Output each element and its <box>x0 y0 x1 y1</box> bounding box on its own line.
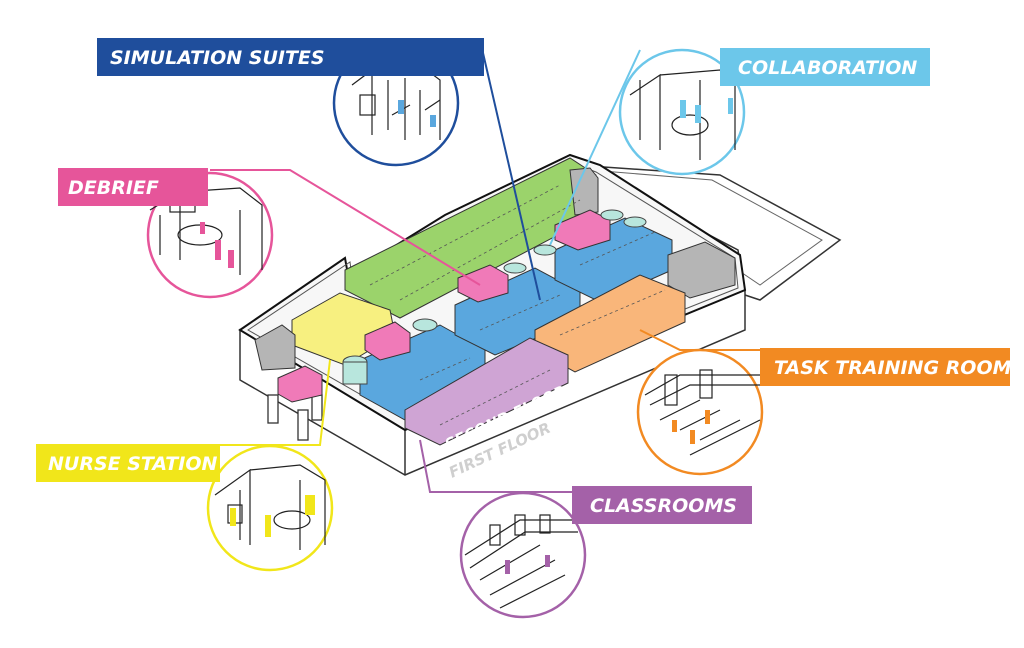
debrief-text: DEBRIEF <box>68 177 159 199</box>
pink-center-block <box>457 264 509 303</box>
nurse-station-text: NURSE STATION <box>48 453 217 475</box>
label-nurse-station: NURSE STATION <box>36 444 220 482</box>
connector-lines <box>210 39 790 493</box>
gray-stair-block <box>569 167 599 216</box>
simulation-suites-text: SIMULATION SUITES <box>110 47 325 69</box>
label-classrooms: CLASSROOMS <box>572 486 752 524</box>
label-simulation-suites: SIMULATION SUITES <box>97 38 484 76</box>
mint-columns <box>342 209 647 385</box>
label-debrief: DEBRIEF <box>58 168 208 206</box>
collaboration-text: COLLABORATION <box>738 57 917 79</box>
vignette-task-training <box>636 348 764 476</box>
gray-left-block <box>254 324 296 371</box>
pink-small-block <box>277 365 323 403</box>
vignette-nurse-station <box>206 444 334 572</box>
simulation-connector <box>479 39 541 301</box>
nurse-connector <box>210 359 331 446</box>
task-training-room-text: TASK TRAINING ROOM <box>774 357 1012 379</box>
gray-right-block <box>667 241 736 299</box>
debrief-connector <box>210 169 481 286</box>
classrooms-text: CLASSROOMS <box>590 495 737 517</box>
pink-right-block <box>554 209 611 251</box>
classrooms-connector <box>419 439 620 493</box>
vignette-collaboration <box>618 48 746 176</box>
pink-mid-block <box>364 321 411 361</box>
label-collaboration: COLLABORATION <box>720 48 930 86</box>
label-task-training-room: TASK TRAINING ROOM <box>760 348 1012 386</box>
collaboration-connector <box>549 49 641 246</box>
task-connector <box>639 329 790 351</box>
room-blocks <box>254 157 736 446</box>
lavender-room-block <box>404 337 569 446</box>
vignette-classrooms <box>459 491 587 619</box>
